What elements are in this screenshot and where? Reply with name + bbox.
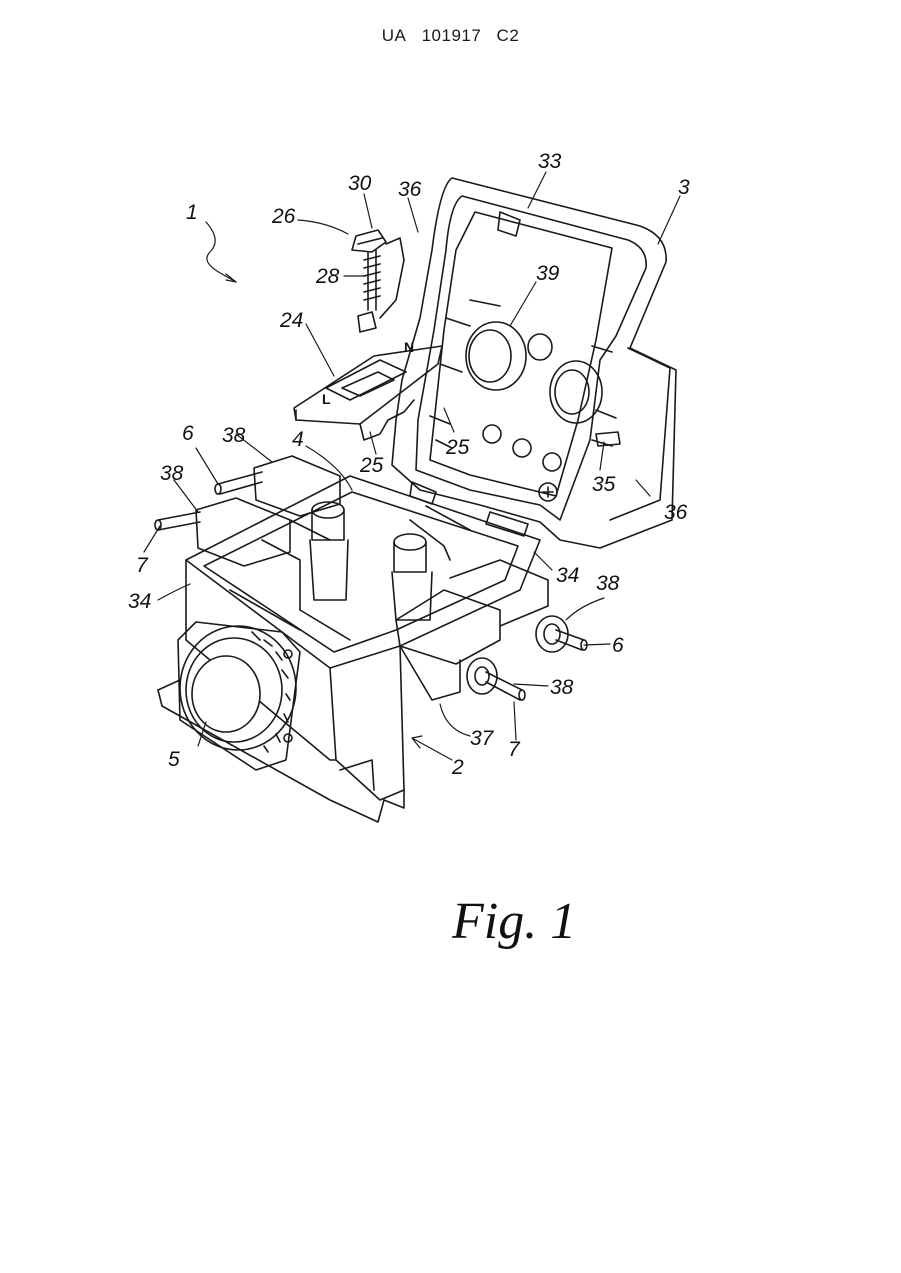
figure-caption: Fig. 1 [451,893,576,950]
terminal-plate: L N [294,339,442,440]
fittings [310,502,432,620]
valve-knob [178,622,300,770]
ref-34-left: 34 [128,590,151,613]
ref-35: 35 [592,473,616,496]
ref-25-right: 25 [445,436,470,459]
ref-7-right: 7 [508,738,521,761]
ref-26: 26 [271,205,296,228]
ref-37: 37 [470,727,495,750]
ref-7-left: 7 [136,554,149,577]
ref-30: 30 [348,172,372,195]
ref-25-left: 25 [359,454,384,477]
ref-6-right: 6 [612,634,624,657]
ref-4: 4 [292,428,304,451]
ref-33: 33 [538,150,562,173]
ref-38-top: 38 [222,424,246,447]
lid [392,178,676,548]
ref-2: 2 [451,756,464,779]
ref-36-top: 36 [398,178,422,201]
ref-36-right: 36 [664,501,688,524]
plate-letter-n: N [404,339,414,355]
plate-letter-l: L [322,391,331,407]
ref-24: 24 [279,309,303,332]
ref-38-right-bottom: 38 [550,676,574,699]
ref-28: 28 [315,265,340,288]
ref-38-left: 38 [160,462,184,485]
screw-assembly [352,230,404,332]
ref-38-right-top: 38 [596,572,620,595]
ref-3: 3 [678,176,690,199]
ref-6-left: 6 [182,422,194,445]
ref-39: 39 [536,262,560,285]
ref-1: 1 [186,201,198,224]
ref-34-right: 34 [556,564,579,587]
ref-5: 5 [168,748,180,771]
